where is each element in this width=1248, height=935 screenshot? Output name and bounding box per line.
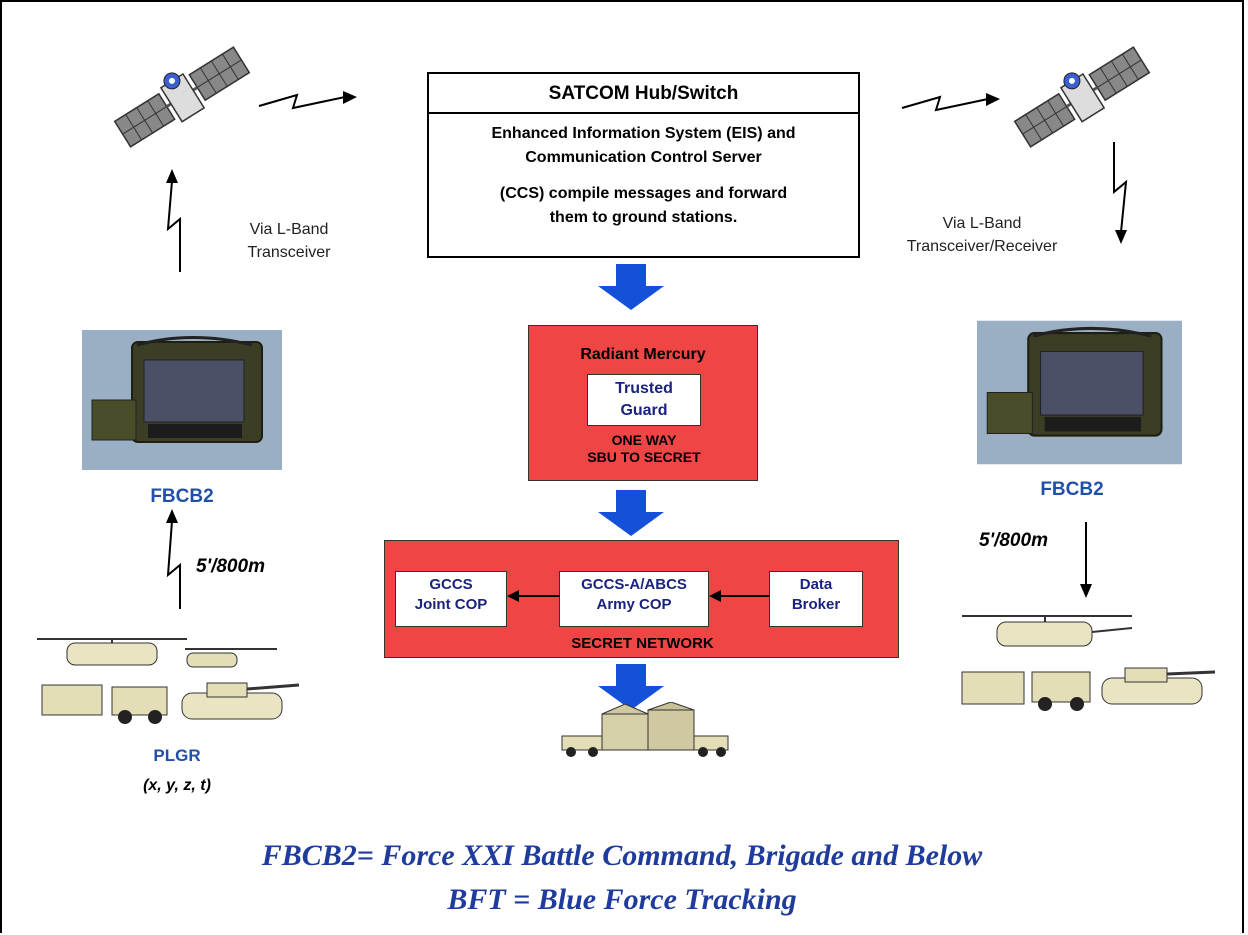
gccs-army-cop-box: GCCS-A/ABCS Army COP	[559, 571, 709, 627]
satellite-left-icon	[113, 46, 251, 148]
command-post-image	[561, 702, 729, 757]
broker-line1: Data	[799, 576, 833, 593]
distance-left-label: 5'/800m	[196, 556, 265, 577]
one-way-note: ONE WAY SBU TO SECRET	[529, 432, 759, 466]
plgr-label: PLGR	[153, 746, 201, 765]
broker-to-army-arrow	[709, 590, 770, 602]
legend-line2: BFT = Blue Force Tracking	[447, 883, 797, 916]
via-lband-left-label: Via L-Band Transceiver	[214, 218, 364, 264]
hub-text-line3: (CCS) compile messages and forward	[499, 185, 788, 202]
gccs-line2: Joint COP	[414, 596, 488, 613]
hub-title: SATCOM Hub/Switch	[429, 74, 858, 114]
radiant-mercury-title: Radiant Mercury	[580, 346, 706, 363]
vehicles-right-image	[961, 615, 1216, 711]
army-line2: Army COP	[596, 596, 672, 613]
fbcb2-left-label: FBCB2	[150, 486, 214, 507]
hub-text-line1: Enhanced Information System (EIS) and	[491, 125, 796, 142]
radiant-mercury-box: Radiant Mercury Trusted Guard ONE WAY SB…	[528, 325, 758, 481]
broker-line2: Broker	[791, 596, 841, 613]
uplink-left-arrow	[166, 169, 181, 272]
link-sat-to-hub-arrow	[258, 91, 357, 110]
satcom-hub-box: SATCOM Hub/Switch Enhanced Information S…	[427, 72, 860, 258]
gccs-joint-cop-box: GCCS Joint COP	[395, 571, 507, 627]
flow-arrow-3-icon	[598, 664, 664, 710]
trusted-guard-box: Trusted Guard	[587, 374, 701, 426]
fbcb2-device-left-image	[82, 330, 282, 470]
hub-text-line2: Communication Control Server	[525, 149, 762, 166]
uplink-fbcb2-arrow	[166, 509, 181, 609]
legend-line1: FBCB2= Force XXI Battle Command, Brigade…	[261, 839, 983, 872]
flow-arrow-2-icon	[598, 490, 664, 536]
via-left-line1: Via L-Band	[249, 221, 329, 238]
down-right-arrow	[1080, 522, 1092, 598]
trusted-guard-line1: Trusted	[615, 380, 673, 397]
secret-network-label: SECRET NETWORK	[571, 635, 714, 652]
hub-text-line4: them to ground stations.	[549, 209, 738, 226]
flow-arrow-1-icon	[598, 264, 664, 310]
fbcb2-right-label: FBCB2	[1040, 479, 1104, 500]
satellite-right-icon	[1013, 46, 1151, 148]
distance-right-label: 5'/800m	[979, 530, 1048, 551]
one-way-line2: SBU TO SECRET	[587, 449, 701, 465]
army-to-gccs-arrow	[507, 590, 560, 602]
via-right-line1: Via L-Band	[942, 215, 1022, 232]
fbcb2-device-right-image	[977, 320, 1182, 465]
trusted-guard-line2: Guard	[620, 402, 668, 419]
secret-network-box: GCCS Joint COP GCCS-A/ABCS Army COP Data…	[384, 540, 899, 658]
plgr-coordinates: (x, y, z, t)	[143, 777, 211, 794]
via-lband-right-label: Via L-Band Transceiver/Receiver	[882, 212, 1082, 258]
one-way-line1: ONE WAY	[611, 432, 677, 448]
data-broker-box: Data Broker	[769, 571, 863, 627]
via-right-line2: Transceiver/Receiver	[906, 238, 1058, 255]
gccs-line1: GCCS	[429, 576, 473, 593]
link-hub-to-sat-arrow	[901, 93, 1000, 112]
via-left-line2: Transceiver	[247, 244, 331, 261]
downlink-right-arrow	[1113, 142, 1128, 244]
army-line1: GCCS-A/ABCS	[581, 576, 687, 593]
legend: FBCB2= Force XXI Battle Command, Brigade…	[2, 834, 1242, 922]
vehicles-left-image	[37, 638, 300, 724]
